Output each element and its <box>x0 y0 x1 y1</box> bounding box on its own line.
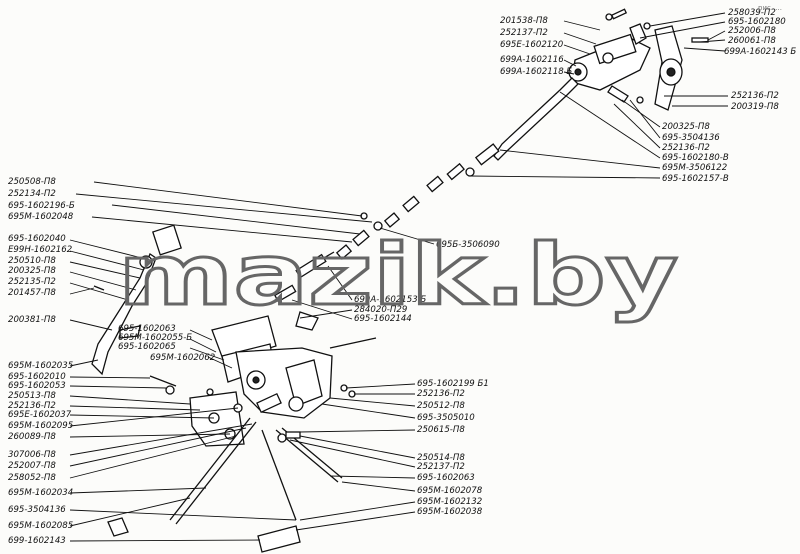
part-label: 200325-П8 <box>662 122 710 132</box>
part-label: 699А-1602118 Б <box>500 67 572 77</box>
part-label: 200325-П8 <box>8 266 56 276</box>
linkage-rod-chain <box>273 162 465 303</box>
part-label: 695М-1602034 <box>8 488 73 498</box>
part-label: 252136-П2 <box>662 143 710 153</box>
part-label: 250514-П8 <box>417 453 465 463</box>
pedal-lever <box>91 224 182 395</box>
corner-mark: рис. ... <box>758 4 782 12</box>
part-label: 201538-П8 <box>500 16 548 26</box>
part-label: 284020-П29 <box>354 305 407 315</box>
part-label: 695Б-3506090 <box>436 240 500 250</box>
part-label: 250513-П8 <box>8 391 56 401</box>
part-label: 695М-1602035 <box>8 361 73 371</box>
part-label: 695-1602010 <box>8 372 66 382</box>
part-label: 250510-П8 <box>8 256 56 266</box>
part-label: 695-1602180 <box>728 17 786 27</box>
part-label: 200319-П8 <box>731 102 779 112</box>
part-label: 695-1602180-В <box>662 153 729 163</box>
part-label: 695М-1602038 <box>417 507 483 517</box>
part-label: 252007-П8 <box>8 461 56 471</box>
pushrod-shaft <box>465 77 579 177</box>
right-side-small-parts <box>93 285 377 439</box>
part-label: 695М-1602062 <box>150 353 215 363</box>
part-label: 695-1602063 <box>118 324 176 334</box>
part-label: 258039-П2 <box>728 8 776 18</box>
master-cylinder-assembly <box>568 8 709 111</box>
leader-lines <box>69 12 728 542</box>
part-label: 695М-1602095 <box>8 421 73 431</box>
watermark: mazik.by <box>118 226 678 324</box>
part-label: 695М-1602085 <box>8 521 73 531</box>
part-label: 695-3505010 <box>417 413 475 423</box>
part-label: 252135-П2 <box>8 277 56 287</box>
part-label: 695М-1602055-Б <box>118 333 192 343</box>
part-label: 252006-П8 <box>728 26 776 36</box>
part-label: 695-1602063 <box>417 473 475 483</box>
part-label: 307006-П8 <box>8 450 56 460</box>
part-label: 252136-П2 <box>417 389 465 399</box>
part-label: 695М-1602132 <box>417 497 482 507</box>
part-number-labels: 201538-П8 252137-П2 695Е-1602120 699А-16… <box>8 8 796 546</box>
part-label: 695М-3506122 <box>662 163 727 173</box>
part-label: 695-3504136 <box>8 505 66 515</box>
part-label: 695-1602199 Б1 <box>417 379 489 389</box>
part-label: 699-1602143 <box>8 536 66 546</box>
part-label: 695-1602144 <box>354 314 412 324</box>
part-label: Е99Н-1602162 <box>8 245 72 255</box>
part-label: 695Е-1602037 <box>8 410 72 420</box>
part-label: 695Е-1602120 <box>500 40 564 50</box>
part-label: 258052-П8 <box>8 473 56 483</box>
part-label: 260089-П8 <box>8 432 56 442</box>
part-label: 200381-П8 <box>8 315 56 325</box>
part-label: 695М-1602048 <box>8 212 74 222</box>
bracket-and-lever <box>189 311 333 447</box>
part-label: 252137-П2 <box>500 28 548 38</box>
part-label: 695-1602065 <box>118 342 176 352</box>
part-label: 695-1602040 <box>8 234 66 244</box>
part-label: 252136-П2 <box>731 91 779 101</box>
part-label: 695-1602053 <box>8 381 66 391</box>
part-label: 699А-1602153 Б <box>354 295 426 305</box>
part-label: 252136-П2 <box>8 401 56 411</box>
part-label: 201457-П8 <box>8 288 56 298</box>
part-label: 260061-П8 <box>728 36 776 46</box>
part-label: 250512-П8 <box>417 401 465 411</box>
part-label: 250615-П8 <box>417 425 465 435</box>
part-label: 695М-1602078 <box>417 486 483 496</box>
part-label: 695-1602157-В <box>662 174 729 184</box>
part-label: 250508-П8 <box>8 177 56 187</box>
part-label: 699А-1602116 <box>500 55 564 65</box>
part-label: 252137-П2 <box>417 462 465 472</box>
part-label: 695-1602196-Б <box>8 201 75 211</box>
part-label: 695-3504136 <box>662 133 720 143</box>
part-label: 699А-1602143 Б <box>724 47 796 57</box>
part-label: 252134-П2 <box>8 189 56 199</box>
